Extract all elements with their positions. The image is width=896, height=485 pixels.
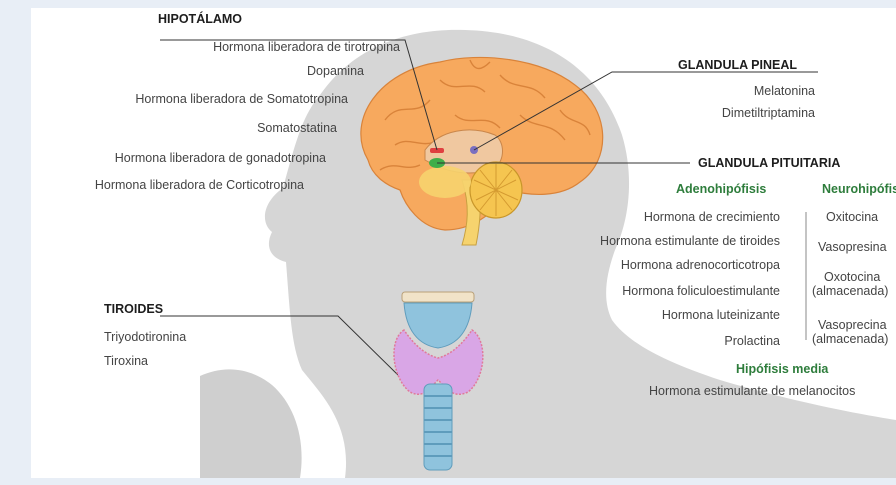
adeno-item: Hormona luteinizante: [661, 308, 780, 322]
media-item: Hormona estimulante de melanocitos: [649, 384, 856, 398]
neuro-item: (almacenada): [812, 332, 889, 346]
pineal-item: Melatonina: [753, 84, 815, 98]
tiroides-item: Triyodotironina: [104, 330, 187, 344]
body-silhouette: [200, 369, 330, 478]
larynx-cap: [401, 291, 475, 303]
hipotalamo-item: Hormona liberadora de Somatotropina: [135, 92, 348, 106]
pineal-item: Dimetiltriptamina: [721, 106, 815, 120]
pineal-title: GLANDULA PINEAL: [678, 58, 797, 72]
tiroides-title: TIROIDES: [104, 302, 164, 316]
hipotalamo-leader: [160, 39, 438, 151]
pituitaria-title: GLANDULA PITUITARIA: [698, 156, 841, 170]
thyroid-gland: [393, 328, 484, 395]
adenohipofisis-title: Adenohipófisis: [676, 182, 767, 196]
neurohipofisis-title: Neurohipófisis: [822, 182, 896, 196]
tiroides-item: Tiroxina: [104, 354, 148, 368]
hipotalamo-item: Somatostatina: [257, 121, 337, 135]
trachea: [423, 383, 453, 471]
trachea-rings: [424, 395, 452, 457]
adeno-item: Hormona de crecimiento: [643, 210, 780, 224]
adeno-item: Hormona adrenocorticotropa: [620, 258, 780, 272]
hipofisis-media-title: Hipófisis media: [736, 362, 829, 376]
neuro-item: Oxitocina: [826, 210, 879, 224]
tiroides-leader: [160, 315, 399, 376]
thalamus-yellow: [419, 166, 471, 198]
hipotalamo-item: Hormona liberadora de Corticotropina: [94, 178, 304, 192]
hipotalamo-item: Hormona liberadora de tirotropina: [213, 40, 400, 54]
adeno-item: Hormona estimulante de tiroides: [600, 234, 780, 248]
larynx: [403, 302, 473, 349]
hipotalamo-item: Hormona liberadora de gonadotropina: [114, 151, 326, 165]
cerebellum-folds: [473, 164, 519, 216]
neuro-item: Vasoprecina: [818, 318, 887, 332]
neuro-item: Oxotocina: [824, 270, 881, 284]
hypothalamus-marker: [430, 148, 444, 153]
adeno-item: Prolactina: [724, 334, 780, 348]
neuro-item: Vasopresina: [818, 240, 887, 254]
hipotalamo-item: Dopamina: [307, 64, 364, 78]
adeno-item: Hormona foliculoestimulante: [622, 284, 780, 298]
pineal-leader: [473, 71, 818, 151]
brain-folds: [379, 59, 591, 171]
hipotalamo-title: HIPOTÁLAMO: [158, 12, 243, 26]
neuro-item: (almacenada): [812, 284, 889, 298]
